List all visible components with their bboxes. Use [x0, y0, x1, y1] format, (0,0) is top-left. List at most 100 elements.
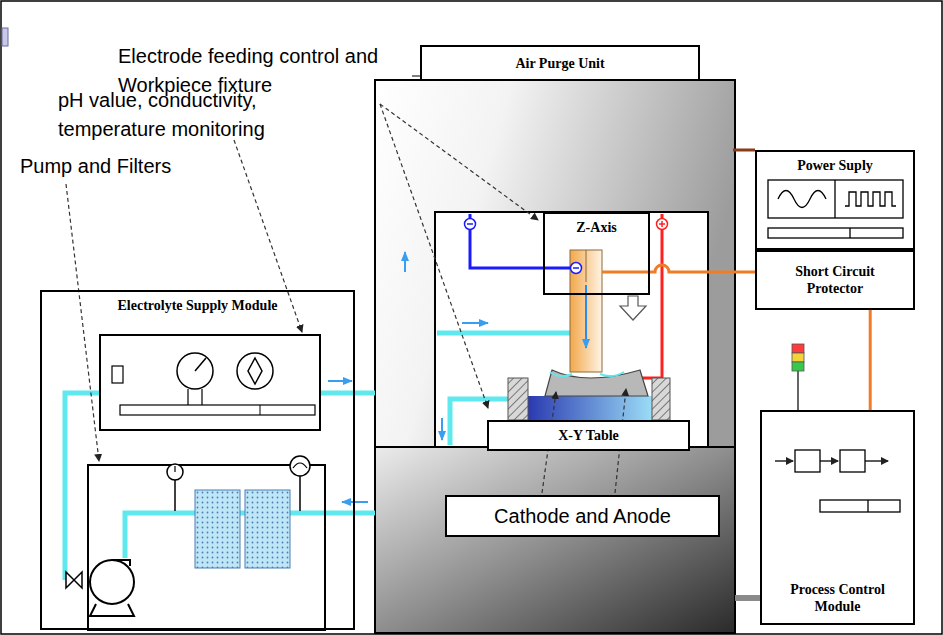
box-label: Process Control Module	[771, 581, 905, 615]
polarity-symbols	[465, 219, 668, 386]
workpiece-tank	[545, 370, 648, 396]
flow-arrows	[342, 501, 368, 503]
power-wires	[632, 214, 662, 378]
callout-label: Pump and Filters	[20, 152, 270, 181]
electrode	[620, 296, 646, 320]
module-box: Electrolyte Supply Module	[40, 290, 355, 630]
electrolyte-pipes	[437, 331, 570, 336]
axis-box: Z-Axis	[543, 212, 650, 295]
monitoring-unit	[248, 358, 262, 384]
table-box: X-Y Table	[487, 420, 690, 451]
workpiece-tank	[508, 370, 670, 420]
monitoring-unit	[195, 358, 206, 371]
box-label: X-Y Table	[556, 427, 621, 444]
pump-and-filters	[290, 456, 310, 476]
callout-label: pH value, conductivity, temperature moni…	[58, 86, 308, 144]
power-supply-icon	[849, 228, 850, 238]
picture-frame	[2, 28, 8, 46]
external-wires	[733, 149, 755, 152]
box-label: Z-Axis	[574, 219, 618, 236]
control-flow-icon	[865, 460, 888, 461]
machine-housing	[375, 80, 735, 448]
control-flow-icon	[795, 450, 820, 472]
callout-box: Cathode and Anode	[445, 495, 720, 537]
electrolyte-pipes	[320, 391, 375, 396]
signal-tower	[792, 353, 804, 362]
power-supply-icon	[778, 191, 826, 208]
pump-and-filters	[293, 463, 307, 468]
monitoring-unit	[237, 353, 273, 389]
signal-wire	[869, 310, 872, 410]
pump-and-filters	[88, 465, 325, 630]
monitoring-unit	[201, 389, 202, 405]
box-label: Electrolyte Supply Module	[116, 297, 280, 314]
electrode	[586, 250, 587, 282]
power-wires	[470, 214, 572, 268]
workpiece-tank	[508, 378, 528, 420]
pump-and-filters	[112, 560, 130, 566]
power-supply-icon	[845, 192, 896, 206]
electrolyte-pipes	[325, 511, 375, 516]
control-flow-icon	[820, 500, 900, 512]
unit-box: Air Purge Unit	[420, 45, 700, 81]
polarity-symbols	[571, 263, 582, 274]
machine-housing	[375, 80, 735, 633]
electrolyte-pipes	[65, 333, 570, 580]
flow-arrows	[462, 322, 488, 324]
pump-and-filters	[299, 476, 301, 511]
machine-housing	[435, 212, 708, 447]
flow-arrows	[328, 380, 352, 382]
control-flow-icon	[820, 460, 838, 461]
power-supply-icon	[834, 180, 835, 218]
unit-box: Power Suply	[755, 150, 915, 250]
pump-and-filters	[167, 464, 183, 480]
electrode	[570, 250, 646, 372]
workpiece-tank	[550, 372, 572, 376]
box-label: Air Purge Unit	[513, 55, 606, 72]
pump-and-filters	[90, 604, 134, 616]
pump-and-filters	[66, 572, 82, 588]
machine-housing	[375, 447, 735, 633]
monitoring-unit	[100, 335, 320, 430]
workpiece-tank	[528, 396, 652, 420]
signal-tower	[792, 344, 804, 353]
pump-and-filters	[245, 490, 290, 568]
external-wires	[735, 595, 760, 601]
control-flow-icon	[840, 450, 865, 472]
monitoring-unit	[260, 405, 261, 415]
polarity-symbols	[465, 219, 476, 230]
power-wires	[602, 265, 755, 272]
power-supply-icon	[768, 180, 903, 218]
box-label: Short Circuit Protector	[773, 263, 897, 297]
workpiece-tank	[652, 378, 670, 420]
pump-and-filters	[174, 466, 175, 472]
unit-box: Short Circuit Protector	[755, 250, 915, 310]
monitoring-unit	[112, 366, 123, 383]
polarity-symbols	[573, 267, 579, 269]
control-flow-icon	[867, 500, 868, 512]
box-label: Cathode and Anode	[492, 503, 673, 529]
box-label: Power Suply	[795, 157, 875, 174]
polarity-symbols	[657, 219, 668, 230]
pump-and-filters	[90, 560, 134, 604]
leader-lines	[380, 104, 538, 220]
signal-tower	[792, 362, 804, 371]
monitoring-unit	[187, 389, 188, 405]
signal-tower	[797, 370, 799, 410]
signal-tower	[792, 344, 804, 410]
monitoring-unit	[177, 353, 213, 389]
power-wires	[470, 214, 755, 378]
leader-lines	[66, 184, 99, 461]
monitoring-unit	[120, 405, 315, 415]
control-flow-icon	[775, 450, 900, 512]
power-supply-icon	[768, 180, 903, 238]
control-flow-icon	[775, 460, 793, 461]
power-supply-icon	[768, 228, 903, 238]
module-box: Process Control Module	[760, 410, 915, 625]
leader-lines	[380, 104, 488, 408]
monitoring-unit	[100, 335, 320, 430]
electrode	[570, 250, 602, 372]
flow-arrows	[441, 418, 443, 440]
